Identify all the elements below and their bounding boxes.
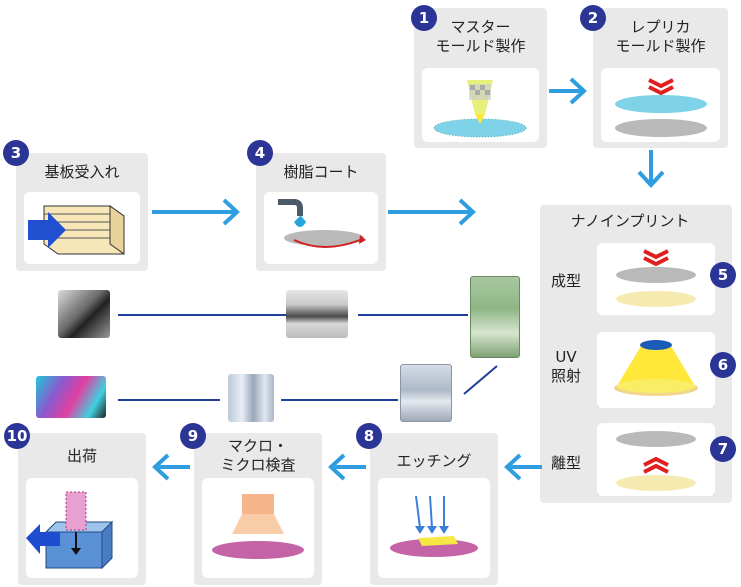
step-uv-label: UV 照射	[550, 348, 581, 385]
wafer-cassette-photo	[58, 290, 110, 338]
release-icon	[616, 431, 696, 491]
step-badge-4: 4	[247, 140, 273, 166]
equipment-line-diagonal	[463, 365, 498, 395]
imprint-machine-photo	[470, 276, 520, 358]
step-release-label: 離型	[550, 454, 581, 472]
step-badge-8: 8	[356, 423, 382, 449]
step-replica-mold-illustration	[601, 68, 720, 142]
step-master-mold-illustration	[422, 68, 539, 142]
mold-press-icon	[615, 78, 707, 137]
wafer-stack-icon	[28, 205, 125, 255]
step-substrate-title: 基板受入れ	[44, 163, 120, 181]
step-molding-illustration	[597, 243, 715, 315]
step-badge-6: 6	[710, 352, 736, 378]
inspection-machine-photo	[400, 364, 452, 422]
arrow-9-to-10	[152, 453, 190, 481]
step-inspection-title: マクロ・ ミクロ検査	[220, 437, 296, 474]
step-badge-7: 7	[710, 436, 736, 462]
arrow-8-to-9	[328, 453, 366, 481]
nanoimprint-title: ナノインプリント	[570, 212, 690, 230]
arrow-2-to-5	[637, 150, 665, 188]
resin-dispense-icon	[278, 199, 366, 248]
step-etching-illustration	[378, 478, 490, 578]
step-badge-5: 5	[710, 262, 736, 288]
step-uv-illustration	[597, 332, 715, 408]
mold-press-icon	[616, 249, 696, 307]
step-release-illustration	[597, 423, 715, 496]
step-shipping-title: 出荷	[66, 447, 97, 465]
step-replica-mold-title: レプリカ モールド製作	[615, 18, 706, 55]
inspection-lens-icon	[212, 494, 304, 559]
step-resin-coat-illustration	[264, 192, 378, 264]
step-resin-coat-title: 樹脂コート	[283, 163, 359, 181]
step-master-mold-title: マスター モールド製作	[435, 18, 526, 55]
arrow-7-to-8	[504, 453, 542, 481]
uv-lamp-icon	[614, 340, 698, 396]
coater-machine-photo	[286, 290, 348, 338]
etch-arrows-icon	[390, 495, 478, 557]
step-substrate-illustration	[24, 192, 140, 264]
step-etching-title: エッチング	[396, 452, 472, 470]
step-molding-label: 成型	[550, 272, 581, 290]
etched-pattern-photo	[36, 376, 106, 418]
master-mold-icon	[433, 80, 527, 138]
arrow-4-to-5	[388, 198, 476, 226]
shipping-box-icon	[26, 491, 114, 570]
etcher-machine-photo	[228, 374, 274, 422]
step-shipping-illustration	[26, 478, 138, 578]
arrow-3-to-4	[152, 198, 240, 226]
step-badge-10: 10	[4, 423, 30, 449]
step-badge-9: 9	[180, 423, 206, 449]
step-inspection-illustration	[202, 478, 314, 578]
equipment-line-lower	[118, 399, 398, 401]
step-badge-3: 3	[3, 140, 29, 166]
equipment-line-upper	[118, 314, 468, 316]
arrow-1-to-2	[549, 77, 587, 105]
step-badge-1: 1	[411, 5, 437, 31]
step-badge-2: 2	[580, 5, 606, 31]
